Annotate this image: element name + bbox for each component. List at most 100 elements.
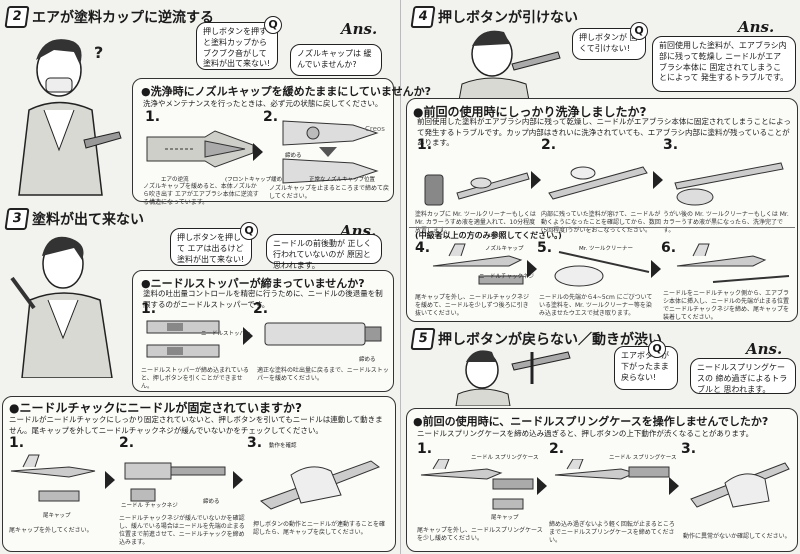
step-6-caption: ニードルをニードルチャック側から、エアブラシ本体に挿入し、ニードルの先端が止まる… — [663, 290, 790, 322]
section-number: 2 — [4, 6, 30, 28]
svg-text:?: ? — [94, 43, 103, 62]
brand-mark: Creos — [365, 125, 385, 133]
section-2-header: 2 エアが塗料カップに逆流する — [4, 6, 214, 28]
step-3-number: 3. — [663, 137, 679, 153]
answer-label: Ans. — [738, 18, 775, 36]
cleaner-pour-illustration — [424, 172, 530, 206]
step-3-caption: うがい後の Mr. ツールクリーナーもしくは Mr. カラーうすめ液が黒になった… — [663, 211, 789, 235]
step-arrow — [531, 171, 541, 189]
step-arrow — [669, 477, 679, 495]
needle-chuck-screw-label: ニードル チャックネジ — [121, 503, 178, 509]
tail-cap-label: 尾キャップ — [491, 515, 519, 521]
panel-title: ●洗浄時にノズルキャップを緩めたままにしていませんか? — [141, 85, 431, 98]
normal-position-label: 正常なノズルキャップ位置 — [309, 177, 376, 183]
section-4-header: 4 押しボタンが引けない — [410, 6, 578, 28]
step-arrow — [233, 471, 243, 489]
tighten-label: 締める — [359, 357, 376, 363]
nozzle-cap-tightening-illustration — [282, 120, 379, 184]
advanced-subsection: (中級者以上の方のみ参照してください。) 4. 5. 6. ノズルキャップ ニー… — [409, 227, 795, 322]
tighten-label: 締める — [285, 153, 302, 159]
step-5-number: 5. — [537, 240, 553, 256]
loosened-cap-label: (フロントキャップ緩め) — [225, 177, 285, 183]
panel-text: 前回使用した塗料がエアブラシ内部に残って乾燥し、ニードルがエアブラシ本体に固定さ… — [417, 117, 791, 147]
step-2-number: 2. — [253, 301, 269, 317]
step-1-caption: 尾キャップを外し、ニードルスプリングケースを少し緩めてください。 — [417, 527, 543, 543]
step-1-caption: 塗料カップに Mr. ツールクリーナーもしくは Mr. カラーうすめ液を適量入れ… — [415, 211, 536, 235]
step-2-number: 2. — [119, 435, 135, 451]
question-icon: Q — [240, 222, 258, 240]
step-1-number: 1. — [9, 435, 25, 451]
problem-speech-bubble: エアボタンが 下がったまま 戻らない! — [614, 346, 678, 390]
operation-check-illustration — [690, 462, 790, 508]
step-3-number: 3. — [681, 441, 697, 457]
spring-case-label: ニードル スプリングケース — [471, 455, 539, 461]
step-5-caption: ニードルの先端から4~5cm にごびついている塗料を、Mr. ツールクリーナー等… — [539, 294, 653, 318]
step-1-number: 1. — [417, 137, 433, 153]
operation-check-illustration — [259, 460, 381, 510]
spring-case-removal-illustration — [420, 459, 534, 510]
needle-stopper-illustration — [146, 320, 220, 358]
panel-text: ニードルがニードルチャックにしっかり固定されていないと、押しボタンを引いてもニー… — [9, 415, 383, 435]
nozzle-cutaway-illustration — [146, 130, 254, 168]
step-2-caption: 適正な塗料の吐出量に戻るまで、ニードルストッパーを緩めてください。 — [257, 367, 389, 383]
spring-case-tighten-illustration — [554, 459, 670, 480]
step-3-caption: 動作に異常がないか確認してください。 — [683, 533, 791, 540]
panel-title: ●前回の使用時にしっかり洗浄しましたか? — [413, 105, 647, 119]
step-1-number: 1. — [141, 301, 157, 317]
section-5-panel: ●前回の使用時に、ニードルスプリングケースを操作しませんでしたか? ニードルスプ… — [406, 408, 798, 552]
section-2-panel: ●洗浄時にノズルキャップを緩めたままにしていませんか? 洗浄やメンテナンスを行っ… — [132, 78, 431, 206]
answer-label: Ans. — [341, 20, 378, 38]
straining-man-illustration — [457, 30, 561, 106]
panel-text: 洗浄やメンテナンスを行ったときは、必ず元の状態に戻してください。 — [143, 99, 383, 108]
step-arrow — [243, 327, 253, 345]
rinse-check-illustration — [674, 162, 784, 206]
worried-man-illustration — [10, 236, 113, 378]
section-title: 塗料が出て来ない — [32, 212, 144, 228]
section-3-panel: ●ニードルストッパーが締まっていませんか? 塗料の吐出量コントロールを精密に行う… — [132, 270, 394, 392]
question-icon: Q — [264, 16, 282, 34]
step-3-number: 3. — [247, 435, 263, 451]
step-4-caption: 尾キャップを外し、ニードルチャックネジを緩めて、ニードルを少しずつ後ろに引き抜い… — [415, 294, 529, 318]
step-1-caption: ニードルストッパーが締め込まれていると、押しボタンを引くことができません。 — [141, 367, 249, 391]
advanced-subtitle: (中級者以上の方のみ参照してください。) — [415, 231, 562, 240]
answer-label: Ans. — [746, 340, 783, 358]
question-icon: Q — [648, 340, 666, 358]
panel-title: ●ニードルチャックにニードルが固定されていますか? — [9, 401, 302, 415]
spring-case-label: ニードル スプリングケース — [609, 455, 677, 461]
section-4-panel: ●前回の使用時にしっかり洗浄しましたか? 前回使用した塗料がエアブラシ内部に残っ… — [406, 98, 798, 322]
question-icon: Q — [630, 22, 648, 40]
step-arrow — [253, 143, 263, 161]
tighten-label: 締める — [203, 499, 220, 505]
step-4-number: 4. — [415, 240, 431, 256]
step-2-caption: 締め込み過ぎないよう軽く回転が止まるところまでニードルスプリングケースを締めてく… — [549, 521, 675, 545]
gargle-cleaning-illustration — [548, 166, 648, 200]
tool-cleaner-label: Mr. ツールクリーナー — [579, 246, 633, 252]
section-title: 押しボタンが引けない — [438, 10, 578, 26]
nozzle-cap-label: ノズルキャップ — [485, 246, 524, 252]
step-1-number: 1. — [145, 109, 161, 125]
check-operation-label: 動作を確認 — [269, 443, 297, 449]
answer-speech-bubble: ニードルの前後動が 正しく行われていないのが 原因と思われます。 — [266, 234, 382, 270]
stopper-loosen-illustration — [264, 322, 382, 346]
section-number: 3 — [4, 208, 30, 230]
step-2-caption: ニードルチャックネジが緩んでいないかを確認し、緩んでいる場合はニードルを先端の止… — [119, 515, 245, 547]
needle-chuck-tightening-illustration — [124, 462, 226, 502]
step-arrow — [105, 471, 115, 489]
needle-removal-illustration — [432, 243, 524, 285]
needle-wipe-illustration — [554, 251, 650, 287]
answer-speech-bubble: ニードルスプリングケースの 締め過ぎによるトラブルと 思われます。 — [690, 358, 796, 394]
step-6-number: 6. — [661, 240, 677, 256]
down-arrow — [319, 147, 337, 157]
panel-title: ●前回の使用時に、ニードルスプリングケースを操作しませんでしたか? — [413, 415, 769, 428]
page-fold — [400, 0, 401, 554]
step-3-caption: 押しボタンの動作とニードルが連動することを確認したら、尾キャップを戻してください… — [253, 521, 386, 537]
step-2-number: 2. — [541, 137, 557, 153]
section-title: エアが塗料カップに逆流する — [32, 10, 214, 26]
panel-text: ニードルスプリングケースを締め込み過ぎると、押しボタンの上下動作が渋くなることが… — [417, 429, 754, 438]
step-arrow — [527, 260, 537, 278]
step-2-number: 2. — [549, 441, 565, 457]
step-arrow — [537, 477, 547, 495]
surprised-man-illustration — [455, 350, 571, 406]
air-backflow-label: エアの逆流 — [161, 177, 189, 183]
section-number: 5 — [410, 328, 436, 350]
